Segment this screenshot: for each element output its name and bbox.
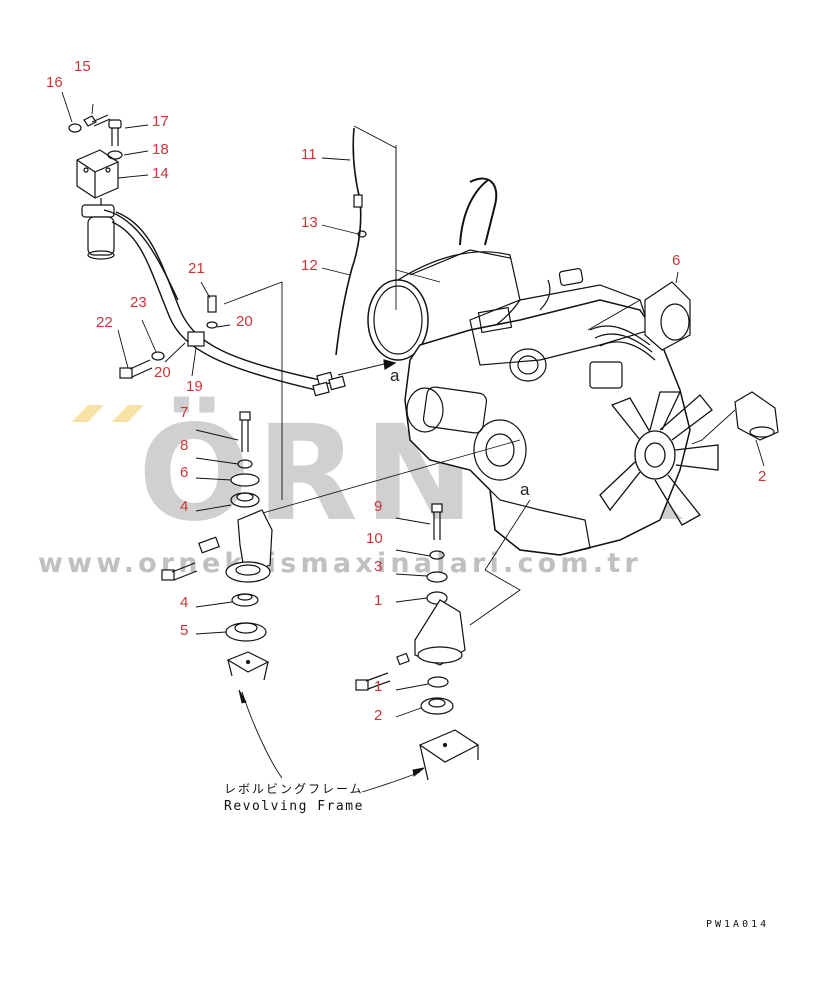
callout-19: 19 <box>186 378 203 395</box>
right-mount-stack <box>355 503 480 781</box>
callout-2-right: 2 <box>758 468 767 485</box>
bolt-21 <box>207 295 217 313</box>
left-mount-stack <box>161 411 273 681</box>
callout-7: 7 <box>180 404 189 421</box>
callout-5: 5 <box>180 622 189 639</box>
callout-1-upper: 1 <box>374 592 383 609</box>
callout-15: 15 <box>74 58 91 75</box>
callout-14: 14 <box>152 165 169 182</box>
callout-1-lower: 1 <box>374 678 383 695</box>
callout-20-lower: 20 <box>154 364 171 381</box>
watermark-accent-icon <box>72 405 144 422</box>
callout-8: 8 <box>180 437 189 454</box>
callout-4-lower: 4 <box>180 594 189 611</box>
clamp-19 <box>187 331 205 347</box>
filter-head-6 <box>644 271 691 351</box>
frame-label-english: Revolving Frame <box>224 799 364 814</box>
callout-20-upper: 20 <box>236 313 253 330</box>
cooling-fan-icon <box>599 391 719 526</box>
drawing-code: PW1A014 <box>706 919 770 930</box>
callout-6: 6 <box>180 464 189 481</box>
watermark-url: www.orneksismaxinalari.com.tr <box>38 548 642 579</box>
callout-18: 18 <box>152 141 169 158</box>
callout-11: 11 <box>301 146 317 163</box>
frame-leaders <box>238 689 425 793</box>
bolt-15 <box>83 114 111 127</box>
callout-6-top: 6 <box>672 252 681 269</box>
washer-23 <box>151 351 165 361</box>
callout-23: 23 <box>130 294 147 311</box>
callout-21: 21 <box>188 260 205 277</box>
callout-10: 10 <box>366 530 383 547</box>
fuel-filter <box>81 198 115 260</box>
washer-18 <box>107 150 123 160</box>
callout-22: 22 <box>96 314 113 331</box>
callout-13: 13 <box>301 214 318 231</box>
ref-a-left: a <box>390 366 400 385</box>
bracket-2 <box>691 391 779 467</box>
filter-bracket <box>76 149 119 199</box>
callout-4-upper: 4 <box>180 498 189 515</box>
ref-a-engine: a <box>520 480 530 499</box>
bolt-22 <box>119 359 153 379</box>
engine <box>367 177 719 556</box>
callout-3: 3 <box>374 558 383 575</box>
hose-fitting-right <box>312 371 346 397</box>
frame-label-japanese: レボルビングフレーム <box>224 782 364 796</box>
callout-16: 16 <box>46 74 63 91</box>
washer-16 <box>68 123 82 133</box>
callout-9: 9 <box>374 498 383 515</box>
fuel-hose <box>103 209 321 391</box>
callout-2-lower: 2 <box>374 707 383 724</box>
bolt-17 <box>108 119 122 146</box>
callout-12: 12 <box>301 257 318 274</box>
callout-17: 17 <box>152 113 169 130</box>
washer-20 <box>206 321 218 329</box>
